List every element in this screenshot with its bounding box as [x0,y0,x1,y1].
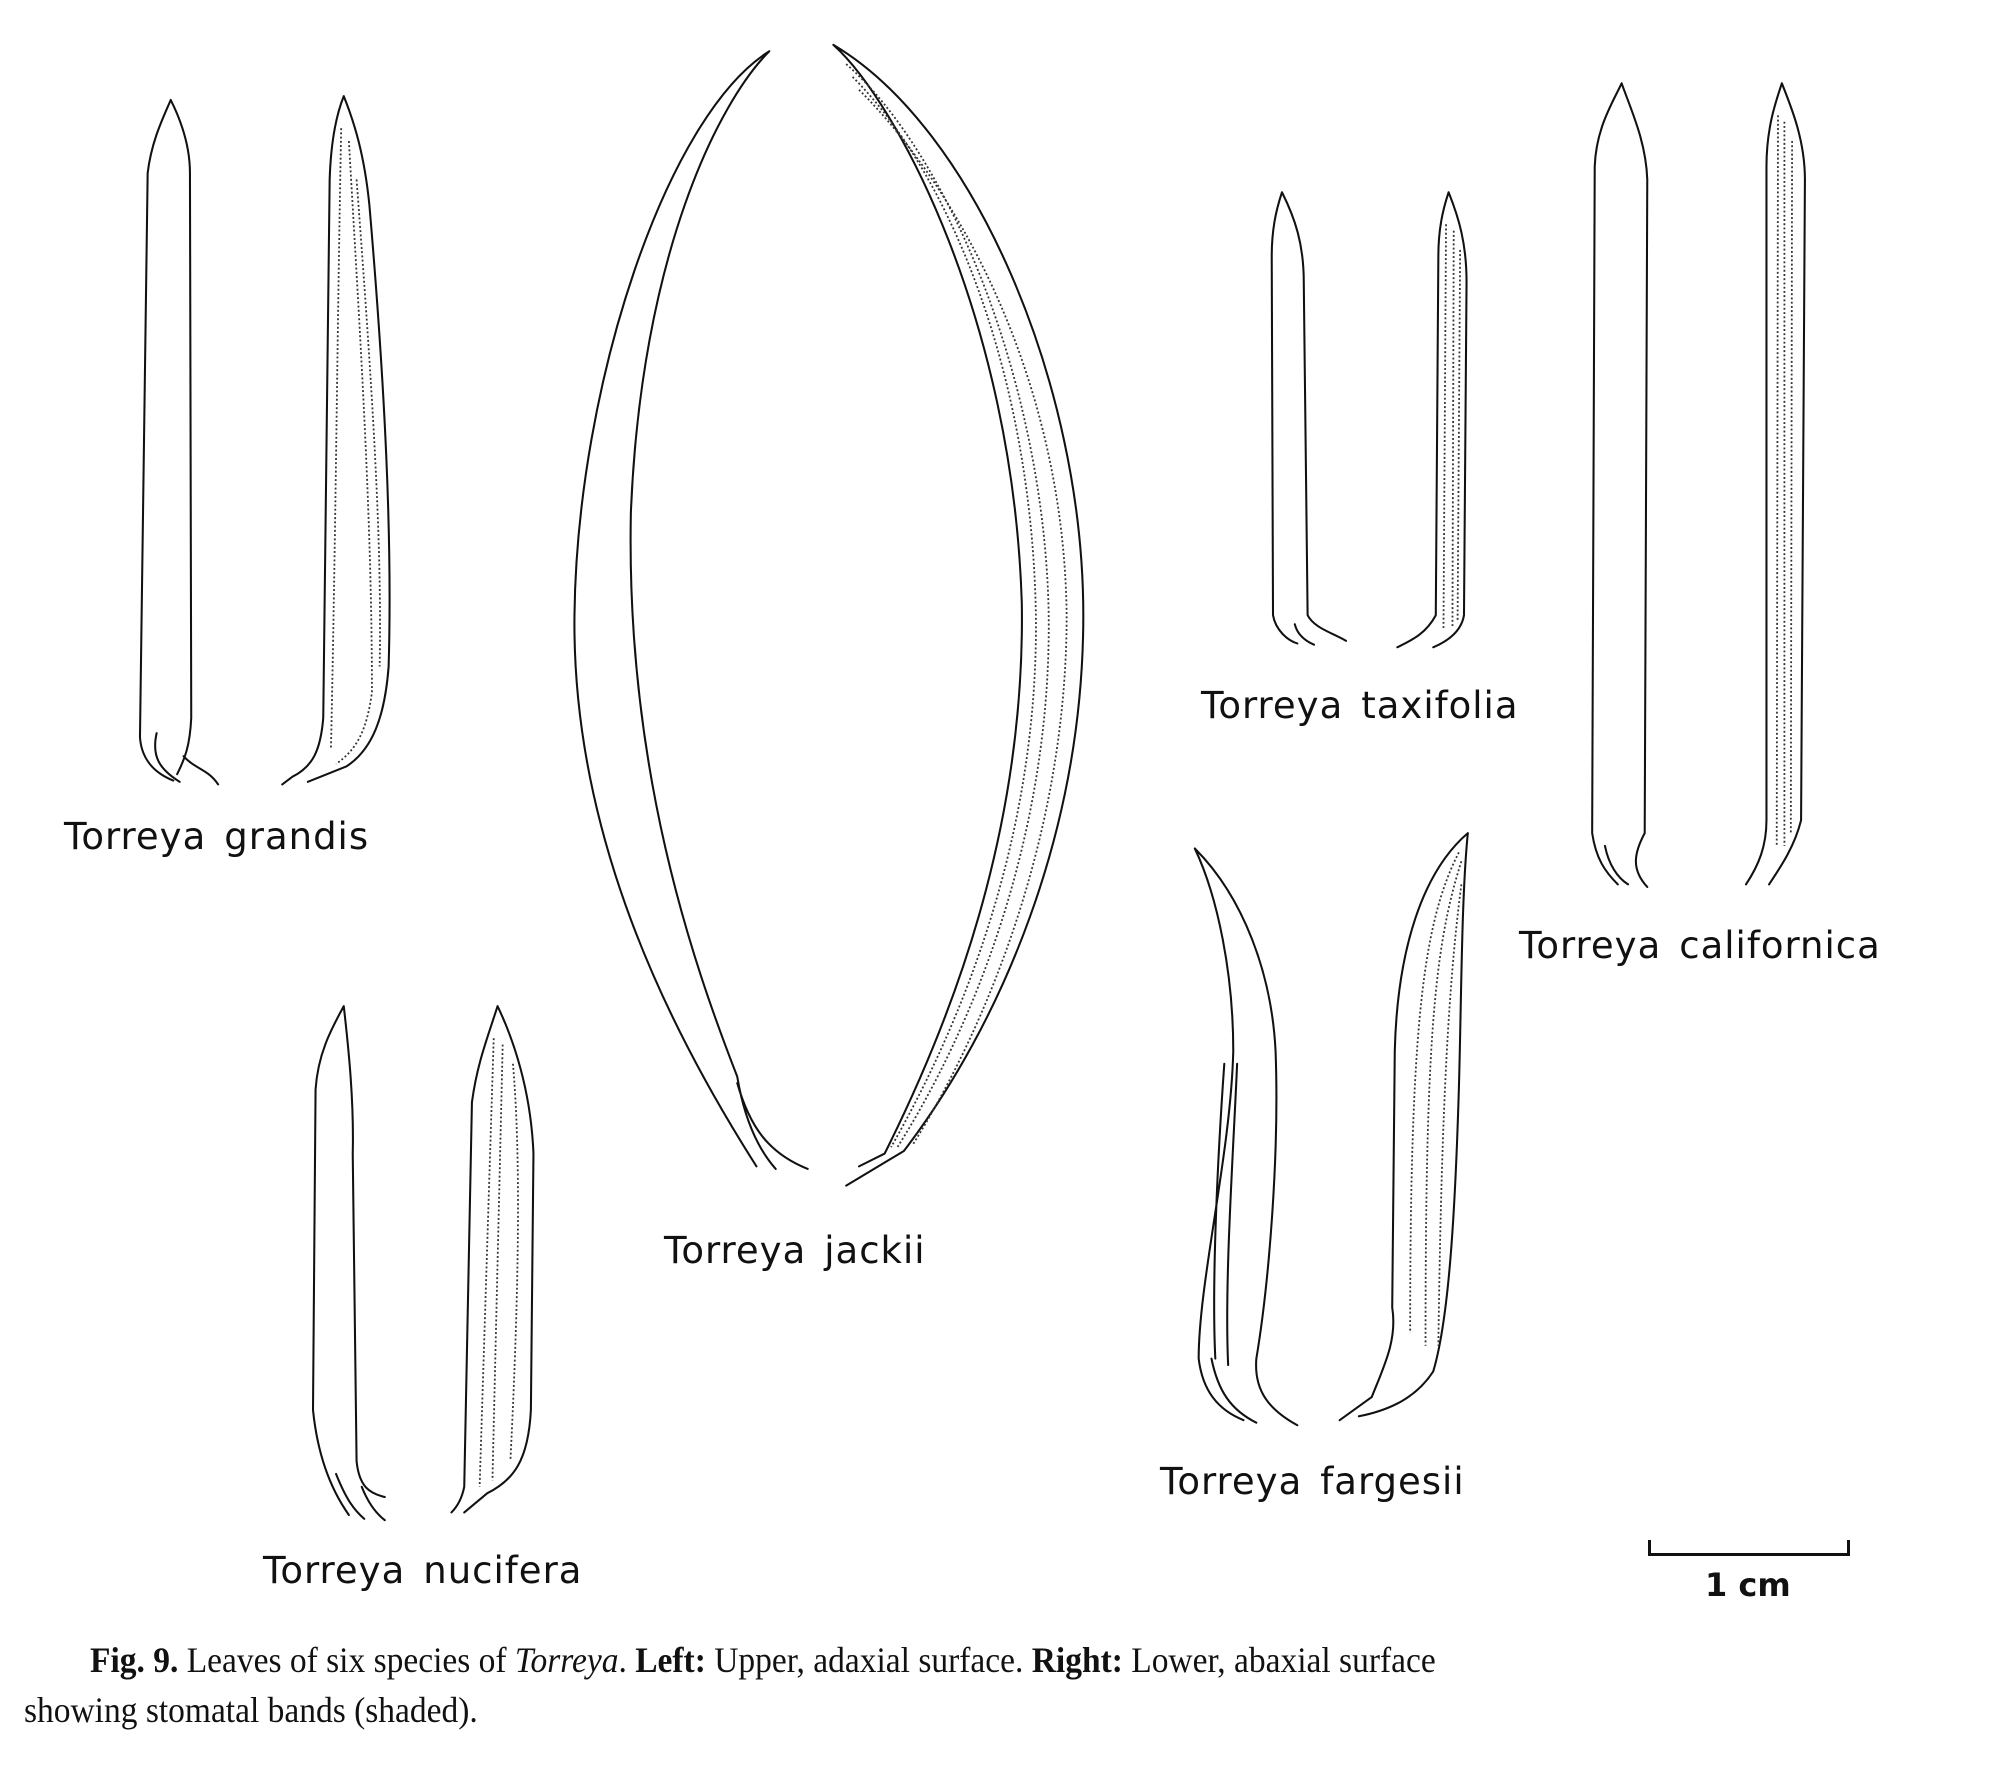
fig-number: Fig. 9. [90,1640,179,1680]
genus: Torreya [1201,684,1344,727]
genus: Torreya [263,1549,406,1592]
species: nucifera [423,1549,583,1592]
leaf-nucifera-abaxial [450,1005,535,1514]
genus: Torreya [664,1229,807,1272]
leaf-nucifera-adaxial [311,1005,386,1522]
caption-text: Leaves of six species of [178,1640,515,1680]
genus: Torreya [1160,1460,1303,1503]
figure-caption-line1: Fig. 9. Leaves of six species of Torreya… [90,1636,1436,1684]
species-label-californica: Torreya californica [1519,924,1881,967]
leaf-grandis-adaxial [138,98,220,786]
leaf-taxifolia-adaxial [1270,191,1348,646]
genus: Torreya [64,815,207,858]
species: fargesii [1320,1460,1465,1503]
leaf-jackii-abaxial [832,43,1085,1187]
leaf-fargesii-abaxial [1338,832,1469,1422]
scale-bar-label: 1 cm [1705,1566,1791,1604]
leaf-taxifolia-abaxial [1396,191,1468,649]
leaf-grandis-abaxial [281,95,391,786]
figure-caption-line2: showing stomatal bands (shaded). [24,1690,478,1730]
species-label-fargesii: Torreya fargesii [1160,1460,1465,1503]
species-label-grandis: Torreya grandis [64,815,369,858]
caption-right-label: Right: [1031,1640,1123,1680]
species: taxifolia [1361,684,1519,727]
genus: Torreya [1519,924,1662,967]
leaf-californica-adaxial [1591,82,1649,888]
caption-left-label: Left: [635,1640,706,1680]
species: californica [1679,924,1881,967]
species-label-jackii: Torreya jackii [664,1229,926,1272]
species-label-nucifera: Torreya nucifera [263,1549,582,1592]
caption-text: . [618,1640,636,1680]
leaf-jackii-adaxial [573,50,809,1170]
caption-text: Upper, adaxial surface. [705,1640,1032,1680]
species: jackii [824,1229,926,1272]
species-label-taxifolia: Torreya taxifolia [1201,684,1519,727]
scale-bar [1648,1540,1850,1556]
caption-genus: Torreya [514,1640,619,1680]
leaf-fargesii-adaxial [1193,847,1299,1427]
caption-text: Lower, abaxial surface [1122,1640,1436,1680]
species: grandis [224,815,370,858]
leaf-californica-abaxial [1744,82,1806,886]
